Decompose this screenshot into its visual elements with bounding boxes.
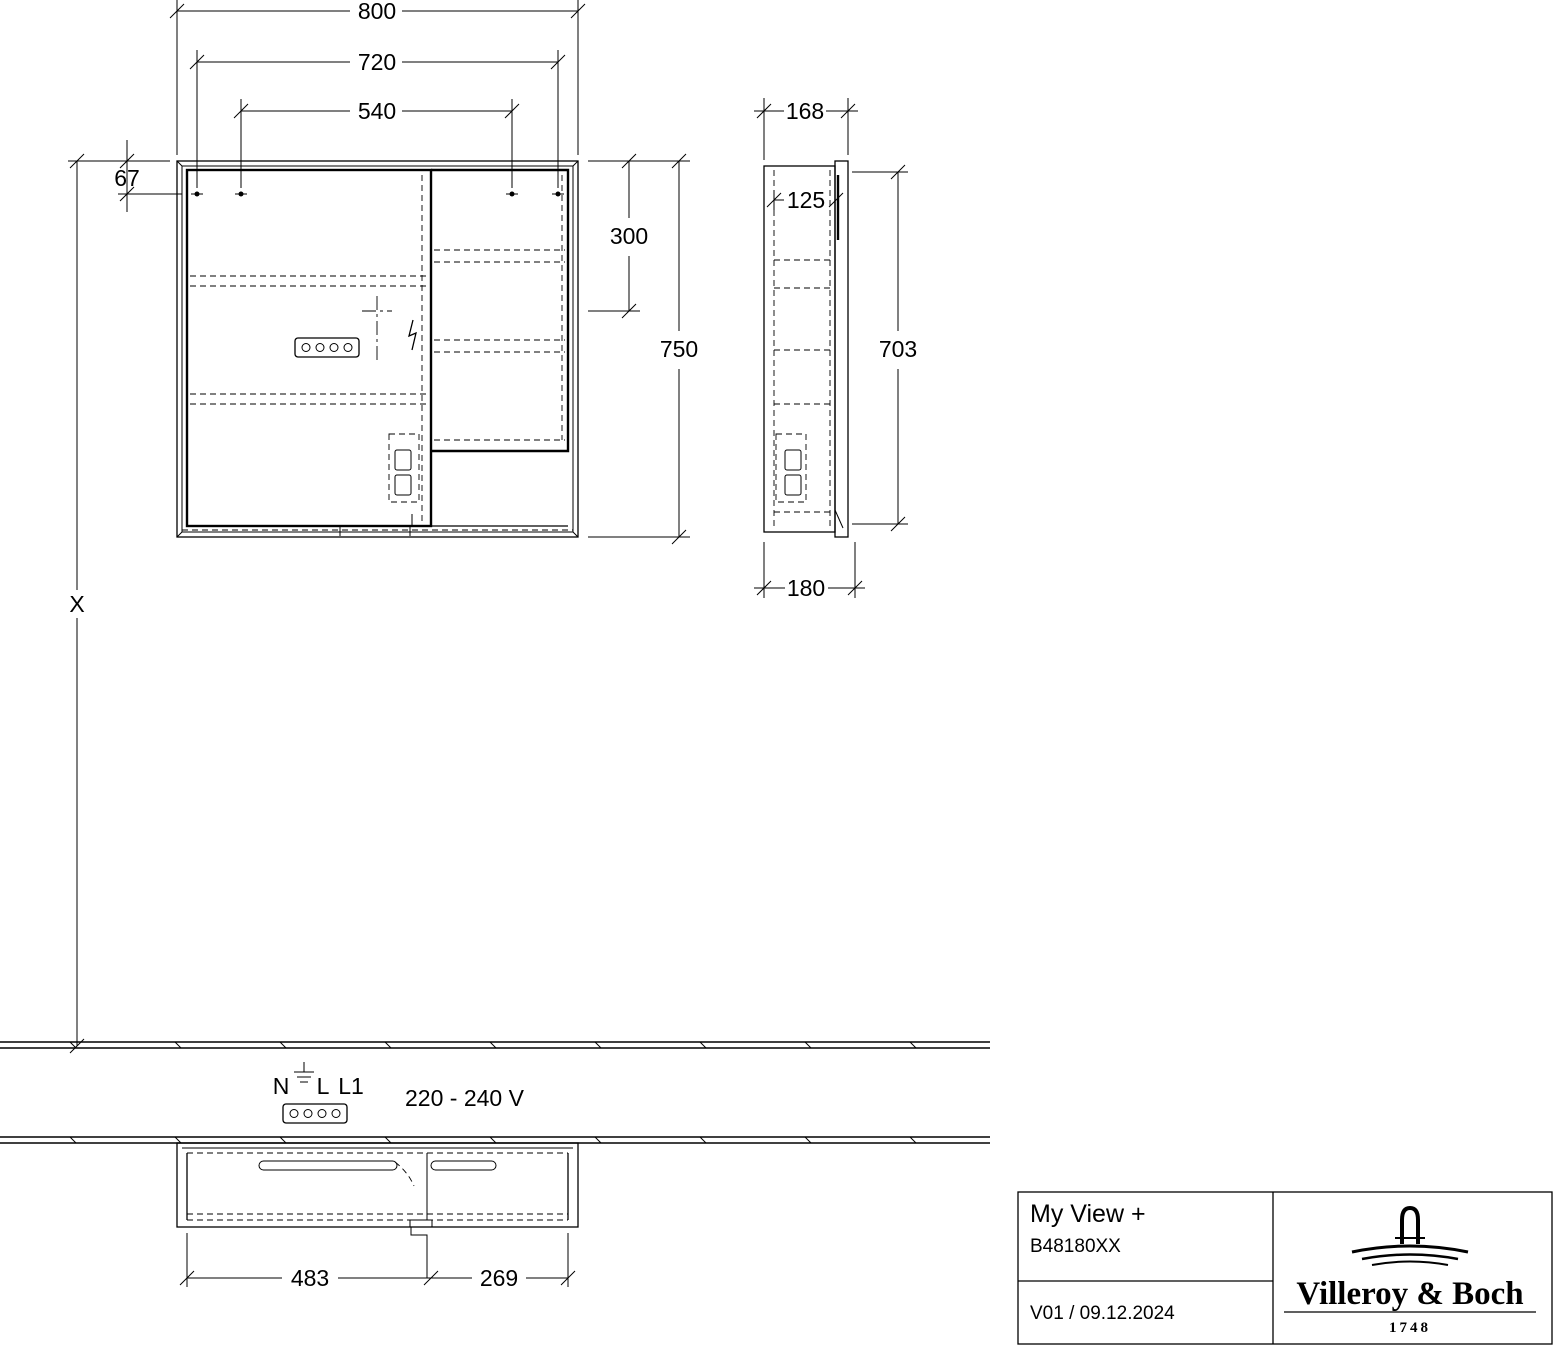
version-date: V01 / 09.12.2024 [1030,1303,1175,1324]
front-view [176,160,579,538]
founded-year: 1748 [1389,1320,1431,1336]
wall-hatch [279,1041,287,1049]
title-block: My View + B48180XX V01 / 09.12.2024 Vill… [1017,1191,1553,1345]
dim-top-offset: 67 [114,165,140,191]
wall-hatch [909,1136,917,1144]
wall-hatch [174,1041,182,1049]
wall-hatch [279,1136,287,1144]
brand-name: Villeroy & Boch [1296,1276,1523,1312]
connection-point-marker [362,296,392,362]
socket-outlet-icon [294,337,360,358]
product-name: My View + [1030,1200,1146,1228]
brand-logo: Villeroy & Boch 1748 [1284,1205,1536,1336]
front-dimensions: 800 720 540 67 300 [68,0,698,1054]
dim-right: 269 [480,1265,518,1291]
dim-hole-outer: 720 [358,49,396,75]
side-dimensions: 168 125 180 703 [754,98,917,601]
live-label: L [317,1073,330,1099]
dim-door-height: 300 [610,223,648,249]
side-view [763,160,849,538]
wall-hatch [69,1041,77,1049]
dim-left: 483 [291,1265,329,1291]
wall-hatch [594,1041,602,1049]
wall-hatch [804,1136,812,1144]
dim-body-depth: 125 [787,187,825,213]
voltage-label: 220 - 240 V [405,1085,525,1111]
dim-bottom-depth: 180 [787,575,825,601]
wall-hatch [489,1136,497,1144]
wall-hatch [804,1041,812,1049]
wall-hatch [69,1136,77,1144]
wall-hatch [909,1041,917,1049]
plan-dimensions: 483 269 [179,1233,576,1291]
ground-icon [294,1062,314,1083]
fountain-icon [1400,1205,1420,1244]
wall-hatch [594,1136,602,1144]
dim-inner-height: 703 [879,336,917,362]
wall-hatch [384,1136,392,1144]
wall-hatch [699,1041,707,1049]
article-number: B48180XX [1030,1236,1121,1257]
socket-outlet-icon [282,1103,348,1124]
dim-height-from-floor: X [69,591,84,617]
wall-hatch [384,1041,392,1049]
dim-top-depth: 168 [786,98,824,124]
neutral-label: N [273,1073,290,1099]
dim-overall-width: 800 [358,0,396,24]
dim-overall-height: 750 [660,336,698,362]
plan-view [176,1142,579,1278]
mounting-holes [191,191,564,197]
live1-label: L1 [338,1073,364,1099]
electrical-connection: N L L1 220 - 240 V [273,1062,525,1124]
wall-hatch [174,1136,182,1144]
interior-socket-icon [388,433,420,503]
wall-hatch [489,1041,497,1049]
wall-hatch [699,1136,707,1144]
lightning-icon [408,319,417,351]
dim-hole-inner: 540 [358,98,396,124]
